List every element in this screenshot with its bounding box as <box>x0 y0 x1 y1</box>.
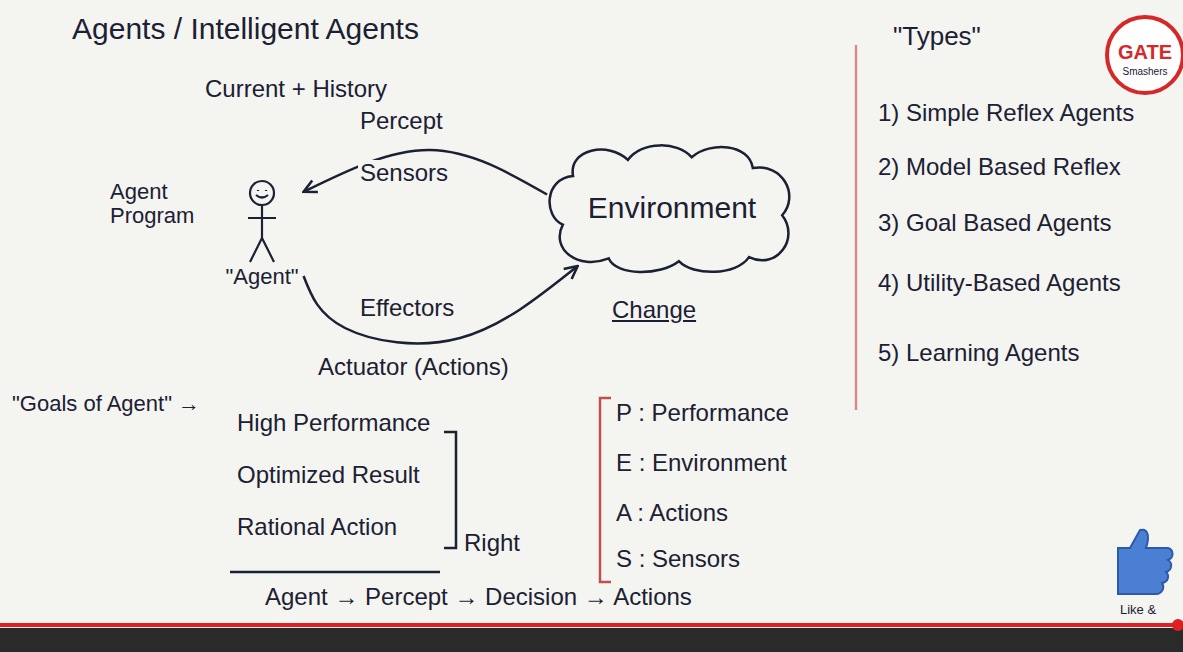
divider-line <box>855 45 858 410</box>
node-text-holder: "Agent" <box>225 264 298 289</box>
logo-text: GATE <box>1118 41 1172 63</box>
peas-item: E : Environment <box>616 450 787 476</box>
progress-bar <box>0 623 1178 627</box>
goal-item: High Performance <box>237 410 430 436</box>
stick-figure <box>222 178 302 264</box>
node-text-holder: Environment <box>588 191 756 226</box>
connector-label: Sensors <box>358 160 450 186</box>
percept-note: Current + History <box>205 76 387 102</box>
stick-figure-lines <box>248 181 276 262</box>
type-item: 2) Model Based Reflex <box>878 154 1121 180</box>
peas-item: S : Sensors <box>616 546 740 572</box>
node-label: Environment <box>588 191 756 226</box>
connector-label: Effectors <box>358 295 456 321</box>
cloud-shape <box>549 145 789 272</box>
bracket-note: Right <box>464 530 520 556</box>
title: Agents / Intelligent Agents <box>72 12 419 45</box>
player-bar <box>0 628 1183 652</box>
type-item: 5) Learning Agents <box>878 340 1079 366</box>
actuator-label: Actuator (Actions) <box>318 354 509 380</box>
node-label: "Agent" <box>225 264 298 289</box>
logo-circle <box>1107 17 1183 93</box>
underline <box>230 571 440 574</box>
peas-item: A : Actions <box>616 500 728 526</box>
goals-bracket <box>444 432 456 548</box>
figure-eyes <box>258 190 266 191</box>
agent-figure: "Agent" <box>220 178 303 293</box>
progress-dot <box>1172 619 1183 631</box>
figure-body <box>248 205 276 262</box>
types-heading: "Types" <box>893 22 981 51</box>
peas-bracket <box>600 398 611 582</box>
environment-cloud: Environment <box>545 141 800 276</box>
watermark: Like & <box>1120 603 1156 617</box>
figure-smile <box>256 195 268 198</box>
type-item: 1) Simple Reflex Agents <box>878 100 1134 126</box>
like-icon <box>1118 530 1173 594</box>
type-item: 3) Goal Based Agents <box>878 210 1111 236</box>
percept-label: Percept <box>360 108 443 134</box>
figure-head <box>250 181 274 205</box>
peas-item: P : Performance <box>616 400 789 426</box>
type-item: 4) Utility-Based Agents <box>878 270 1121 296</box>
goal-item: Rational Action <box>237 514 397 540</box>
logo-subtext: Smashers <box>1122 66 1167 77</box>
agent-program-label: Agent Program <box>110 180 210 228</box>
arrow-connector <box>304 266 578 343</box>
flow-line: Agent → Percept → Decision → Actions <box>265 584 692 610</box>
goal-item: Optimized Result <box>237 462 420 488</box>
change-label: Change <box>612 297 696 323</box>
goals-heading: "Goals of Agent" → <box>12 392 200 416</box>
arrow-connector <box>304 150 547 195</box>
